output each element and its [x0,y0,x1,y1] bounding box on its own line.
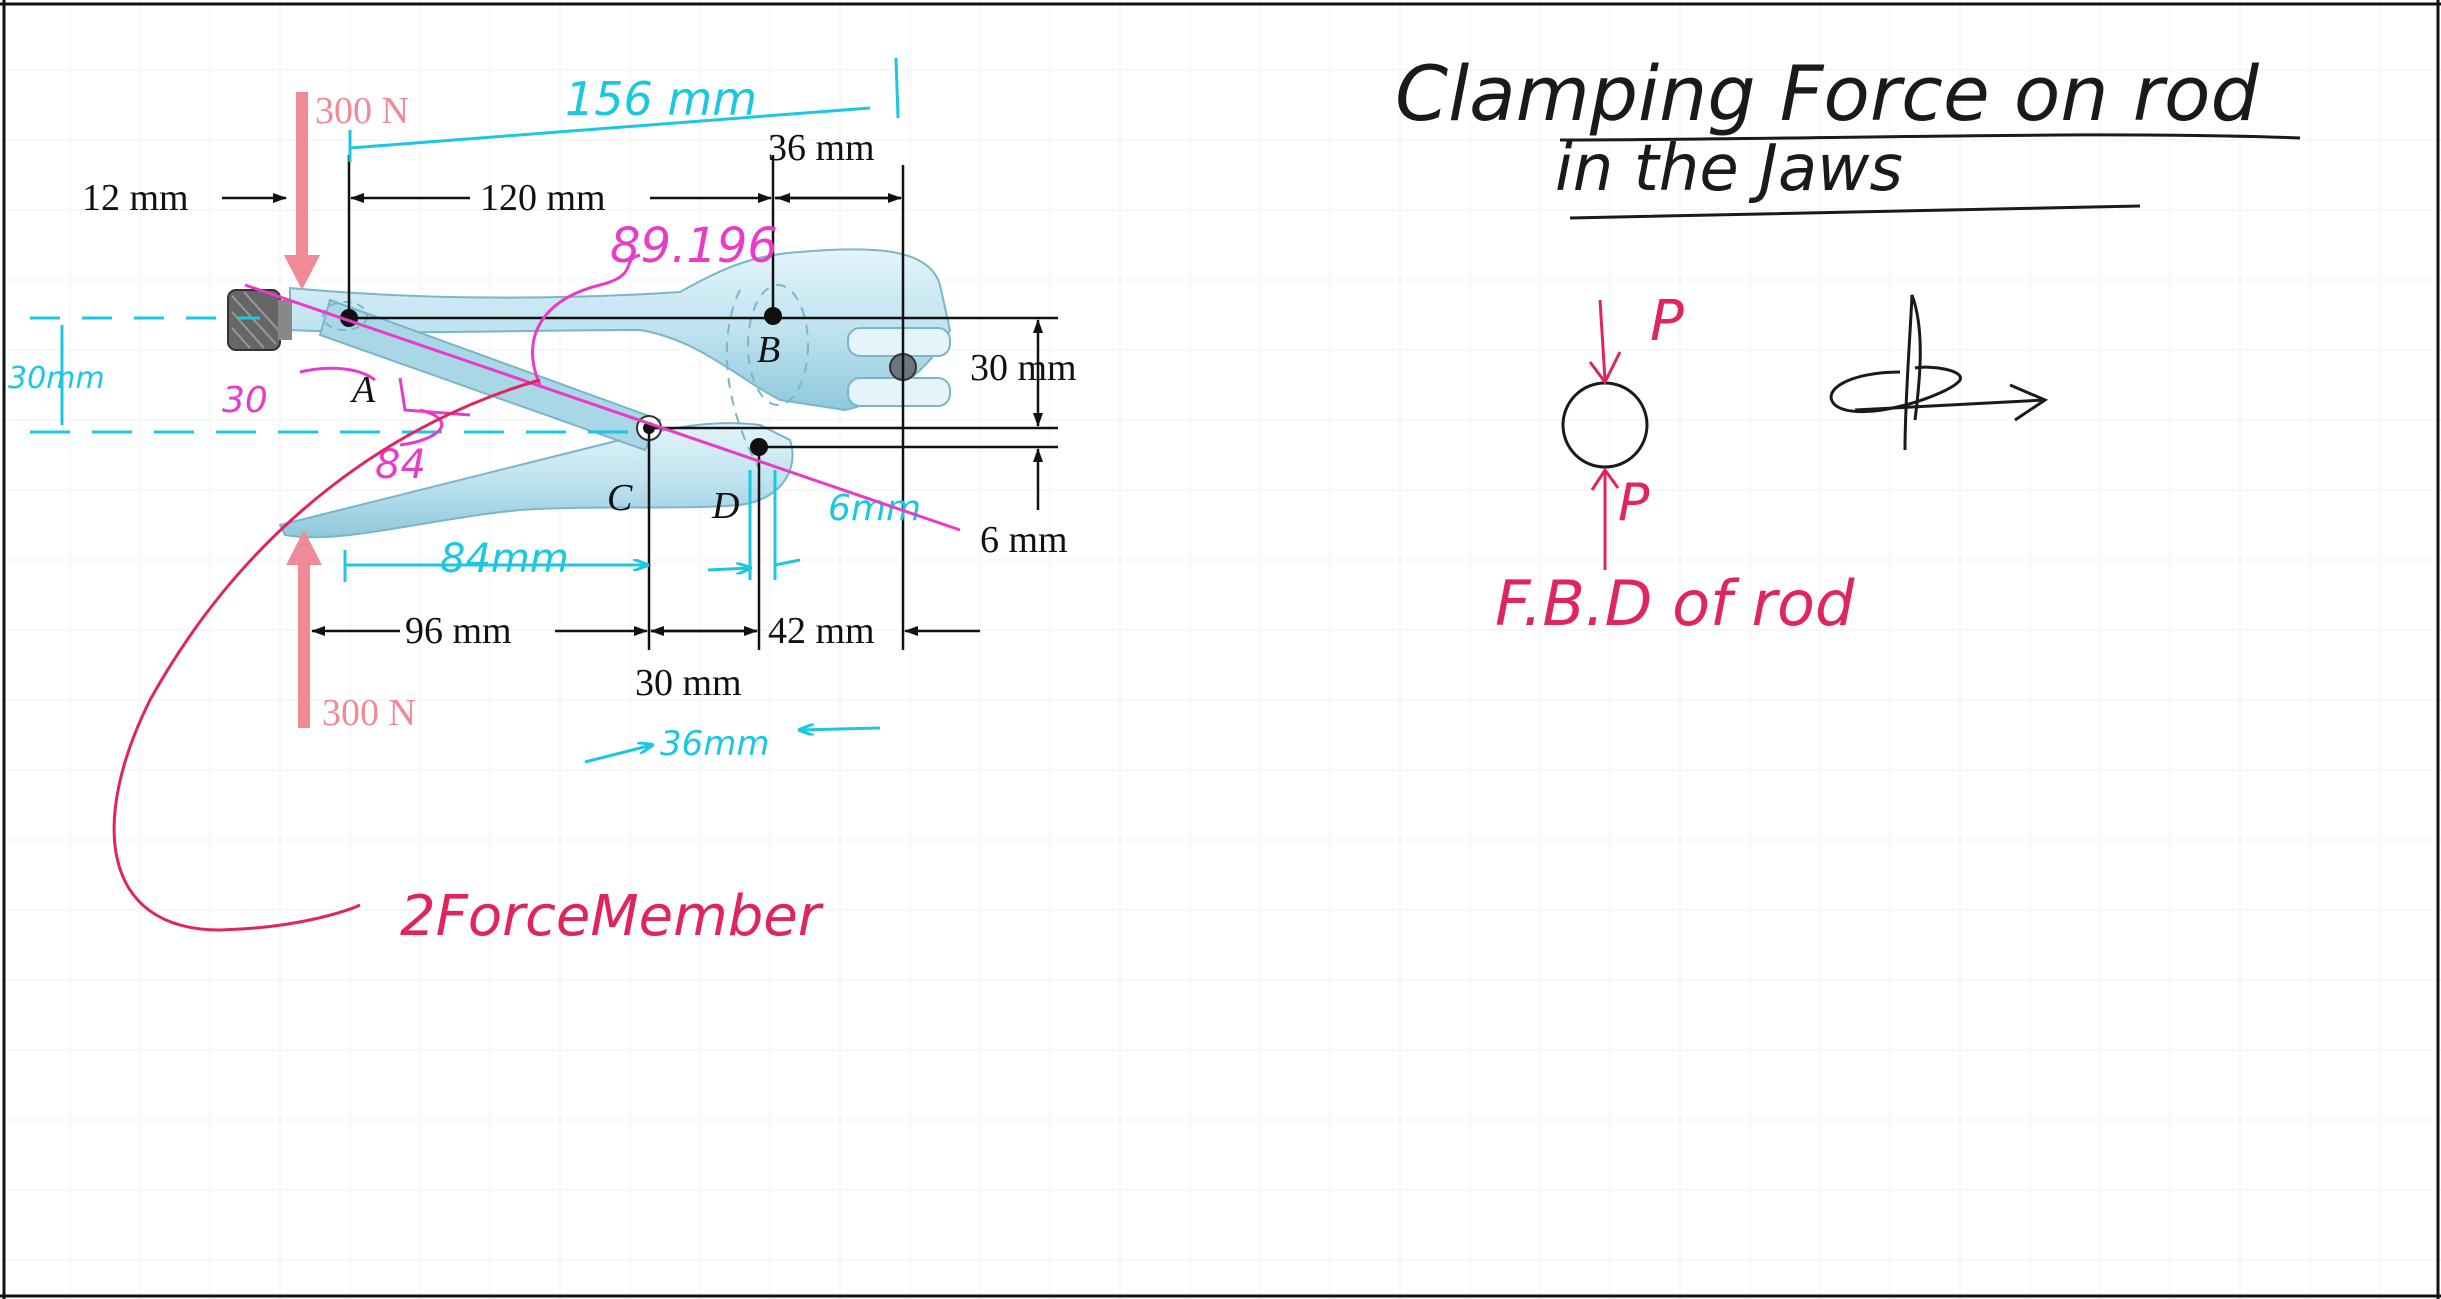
fbd-caption: F.B.D of rod [1495,567,1855,640]
locking-pliers-figure [227,248,952,539]
dim-120mm: 120 mm [480,177,606,219]
cyan-annotations: 156 mm 30mm 84mm 6mm 36mm [8,57,921,764]
dim-6mm: 6 mm [980,519,1068,561]
force-arrow-bottom [298,560,310,728]
label-D: D [711,485,739,527]
notes-panel: Clamping Force on rod in the Jaws P P F.… [1395,49,2301,640]
lower-jaw [847,377,951,407]
fbd-P-top: P [1650,289,1684,354]
note-title-line2: in the Jaws [1555,132,1903,206]
force-arrow-top [296,92,308,262]
label-B: B [757,329,780,371]
fbd-P-bottom: P [1618,473,1650,533]
force-label-top: 300 N [315,90,409,132]
upper-jaw [847,327,951,357]
dim-30mm-bottom: 30 mm [635,662,742,704]
figure-labels: 300 N 300 N 12 mm 120 mm 36 mm 30 mm 6 m… [82,90,1077,734]
hand-89-196: 89.196 [610,218,778,274]
upper-handle [289,248,952,412]
note-title-line1: Clamping Force on rod [1395,49,2259,138]
red-annotations: 2ForceMember [112,378,824,949]
hand-30: 30 [222,380,268,421]
dimension-lines [222,155,1058,660]
fbd-rod-circle [1561,381,1649,469]
applied-forces [284,92,322,728]
link-AC [318,298,662,452]
label-A: A [349,369,376,411]
force-label-bottom: 300 N [322,692,416,734]
hand-30mm-left: 30mm [8,361,105,396]
dim-30mm-right: 30 mm [970,347,1077,389]
label-C: C [607,477,633,519]
hand-156mm: 156 mm [565,72,757,126]
dim-12mm: 12 mm [82,177,189,219]
hand-84mm: 84mm [440,536,569,582]
lower-handle [278,422,794,539]
dim-42mm: 42 mm [768,610,875,652]
dim-36mm: 36 mm [768,127,875,169]
hand-36mm: 36mm [660,724,770,764]
hand-2-force-member: 2ForceMember [400,884,824,949]
hand-6mm: 6mm [828,488,921,529]
magenta-annotations: 89.196 30 84 [222,218,961,532]
dim-96mm: 96 mm [405,610,512,652]
